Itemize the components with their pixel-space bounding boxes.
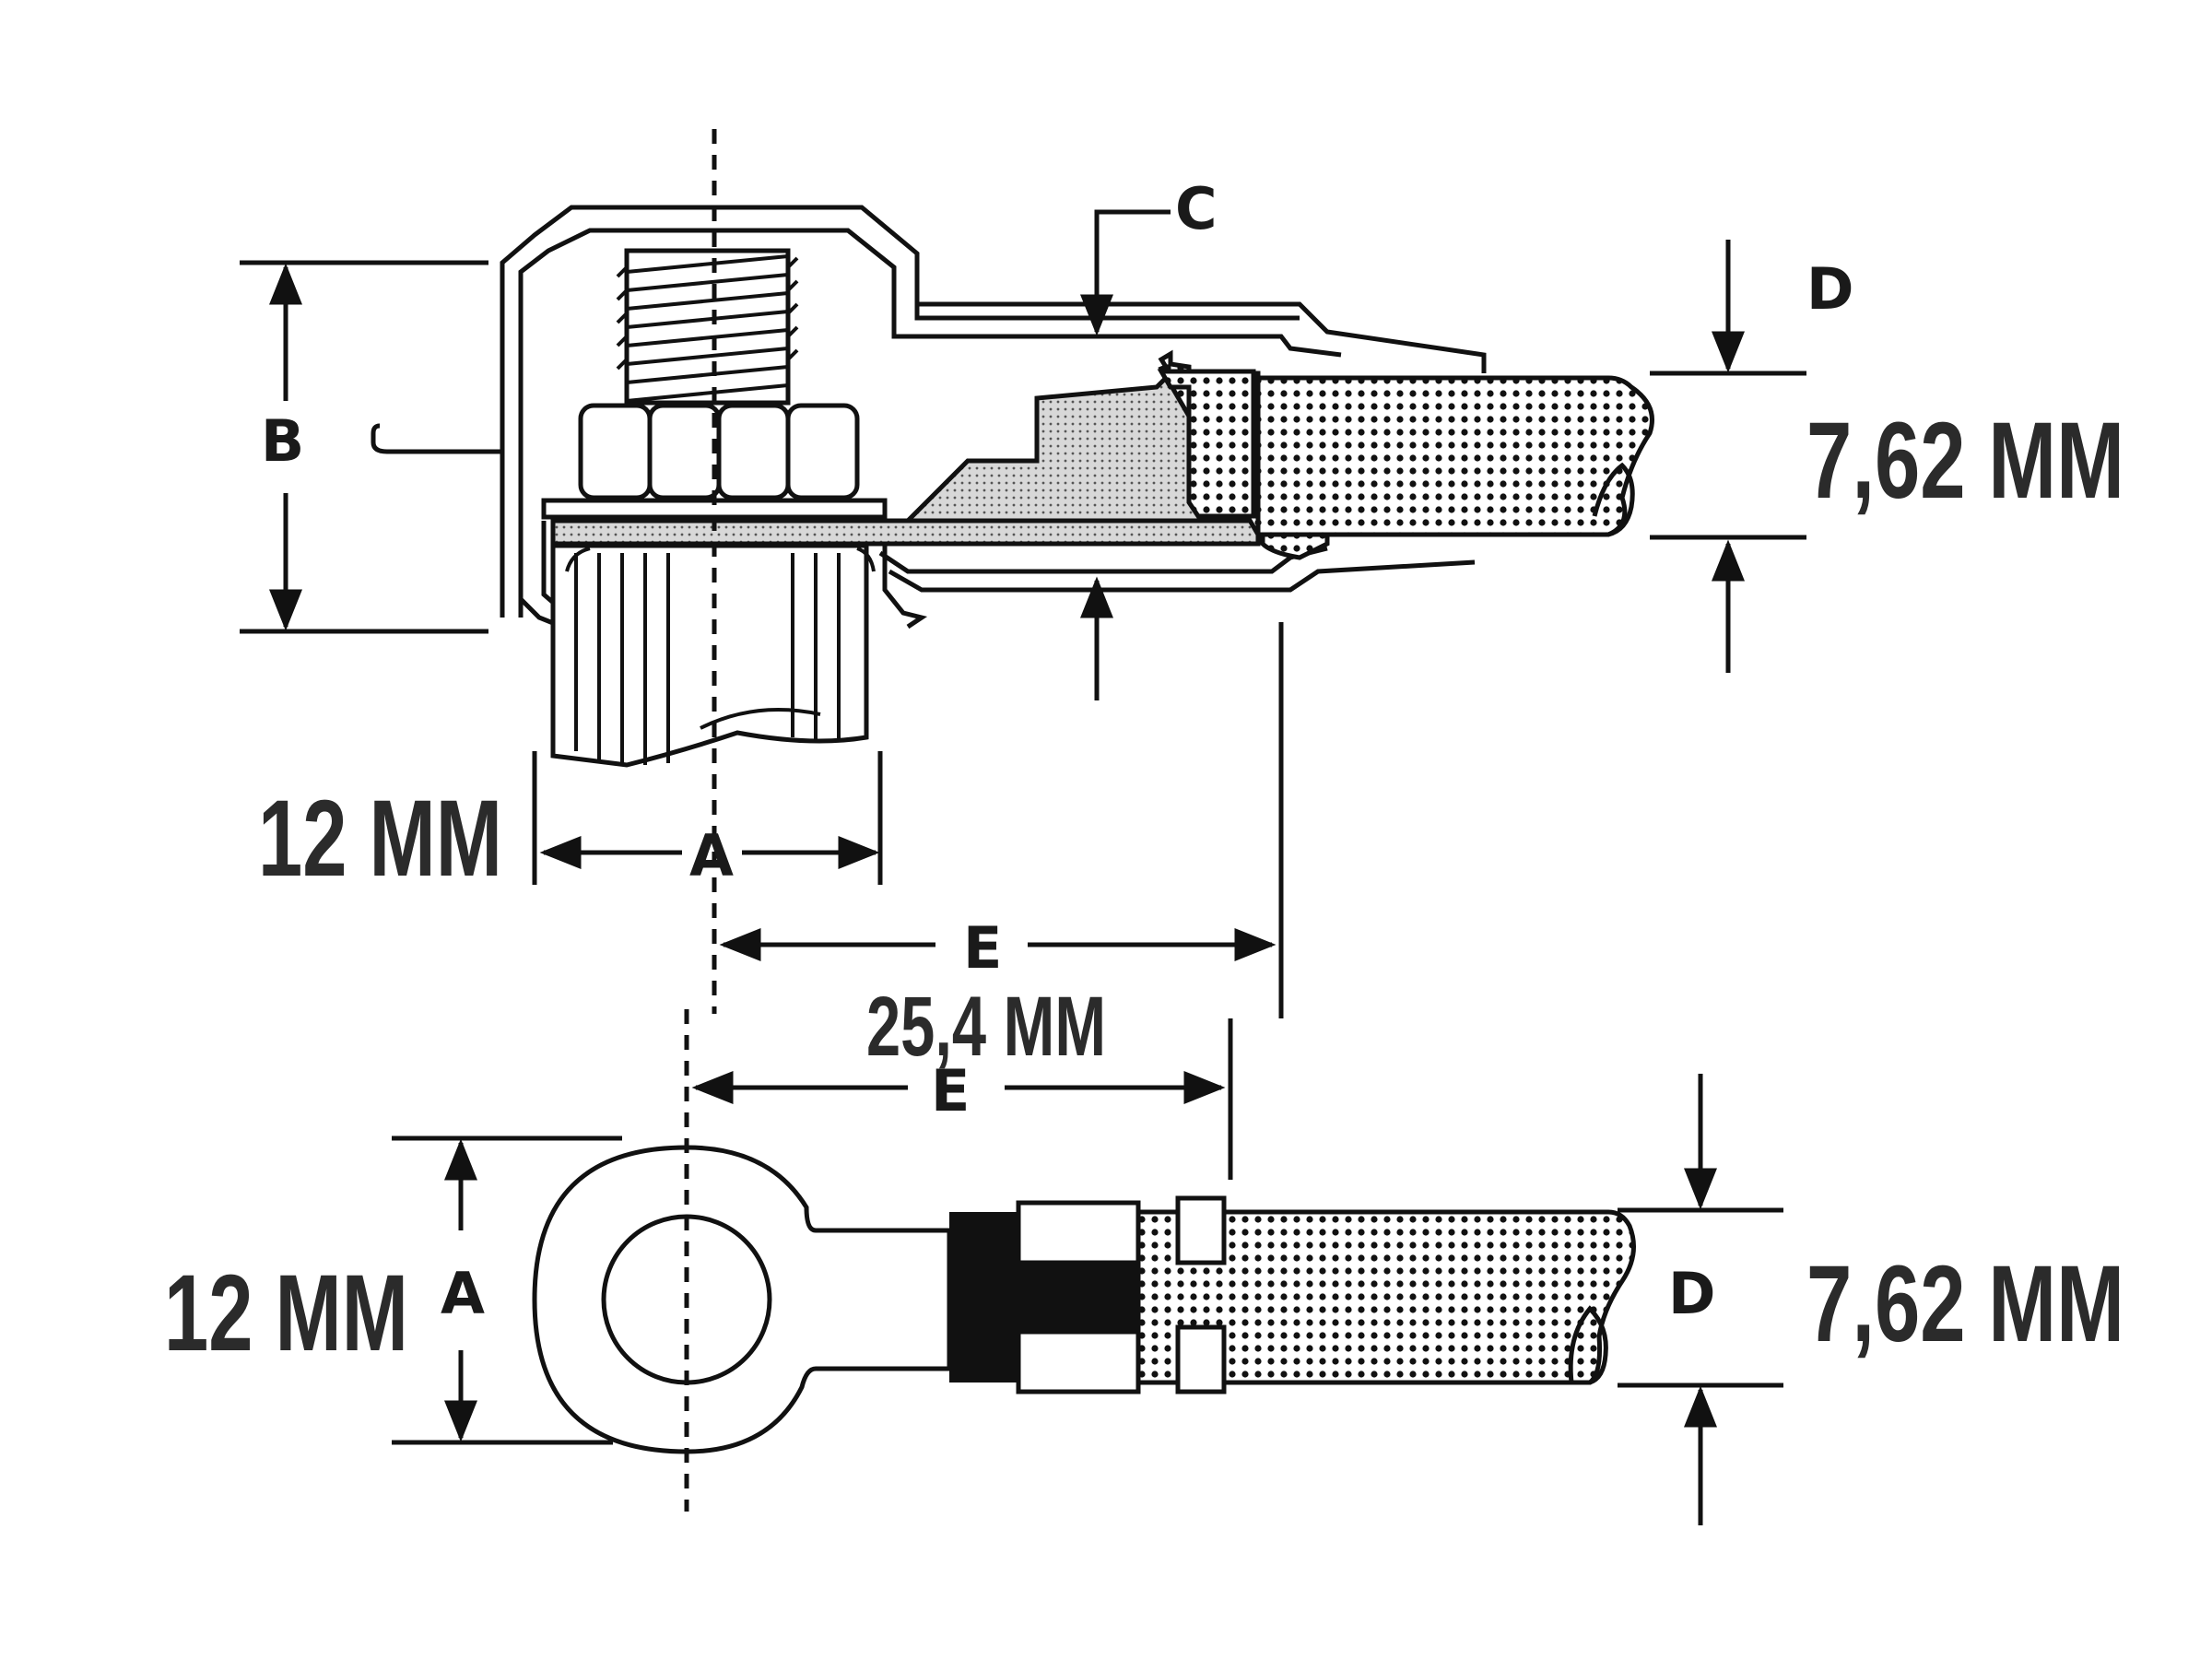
boot-outer-outline [500, 205, 1487, 618]
label-b: B [261, 407, 304, 475]
dimension-a-bottom: A 12 MM [164, 1135, 622, 1445]
dimension-e-bottom: E [691, 1018, 1233, 1180]
dimension-c: C [1080, 175, 1218, 700]
crimp-sleeve-middle [1018, 1263, 1138, 1332]
dim-e-value: 25,4 MM [866, 980, 1106, 1074]
wire-band-top [1175, 1195, 1227, 1265]
crimp-sleeve-bottom [1016, 1329, 1141, 1394]
label-d-bottom: D [1668, 1260, 1715, 1327]
dimension-d-top: D 7,62 MM [1650, 240, 2124, 673]
terminal-plate [541, 371, 1261, 547]
threaded-stud [616, 248, 799, 406]
label-e-bottom: E [931, 1057, 970, 1124]
boot-inner-outline [518, 228, 1342, 618]
dimension-e-top: E 25,4 MM [719, 622, 1284, 1074]
side-section-view [371, 129, 1654, 1014]
dim-d-top-value: 7,62 MM [1806, 400, 2124, 522]
dim-a-top-value: 12 MM [258, 778, 502, 900]
dimension-d-bottom: D 7,62 MM [1618, 1074, 2124, 1525]
ground-tab [371, 423, 502, 454]
dim-d-bottom-value: 7,62 MM [1806, 1243, 2124, 1365]
plan-view [532, 1009, 1636, 1512]
crimp-sleeve-top [1016, 1200, 1141, 1265]
crimp-barrel-black [949, 1212, 1018, 1382]
insulated-wire-bottom [1135, 1209, 1636, 1385]
dim-a-bottom-value: 12 MM [164, 1253, 408, 1374]
wire-cut-end [1568, 1305, 1608, 1385]
label-e-top: E [963, 914, 1002, 982]
label-c: C [1175, 175, 1218, 242]
insulated-wire-top [1157, 349, 1654, 560]
label-a-bottom: A [441, 1260, 485, 1327]
lower-sleeve [550, 543, 876, 768]
dimension-b: B [240, 260, 488, 634]
hex-nut [578, 403, 860, 500]
wire-band-bottom [1175, 1324, 1227, 1394]
label-a-top: A [689, 822, 734, 889]
dimension-a-top: A 12 MM [258, 751, 883, 900]
label-d-top: D [1806, 255, 1853, 323]
